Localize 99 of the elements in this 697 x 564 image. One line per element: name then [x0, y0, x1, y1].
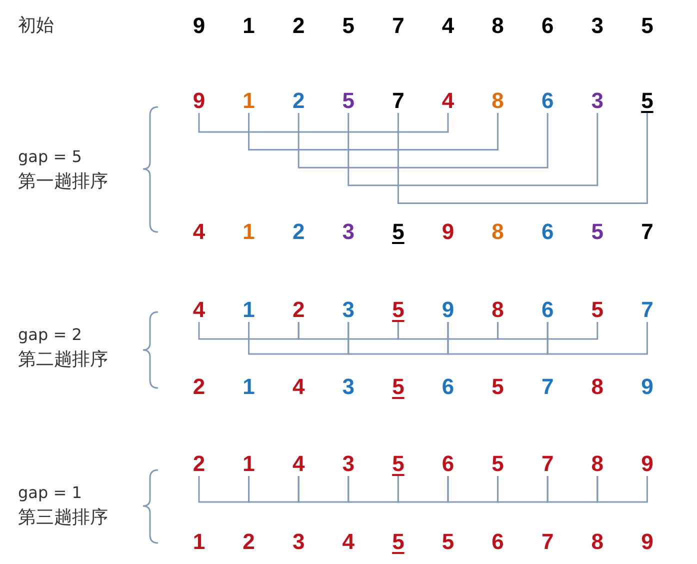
- array-value: 1: [242, 298, 255, 322]
- array-value: 3: [591, 89, 604, 113]
- array-value: 3: [342, 298, 355, 322]
- array-value: 4: [292, 452, 305, 476]
- array-value: 3: [342, 220, 355, 244]
- array-value: 2: [292, 220, 305, 244]
- array-value: 5: [392, 220, 404, 244]
- array-value: 7: [392, 89, 404, 113]
- connector-line: [298, 322, 399, 340]
- array-value: 8: [492, 14, 504, 38]
- array-value: 6: [541, 298, 554, 322]
- connector-line: [596, 476, 648, 503]
- array-value: 5: [342, 14, 355, 38]
- array-value: 5: [641, 14, 654, 38]
- array-value: 6: [492, 530, 504, 554]
- array-value: 6: [442, 452, 454, 476]
- connector-line: [348, 322, 449, 355]
- array-value: 8: [492, 298, 504, 322]
- array-value: 4: [442, 14, 454, 38]
- connector-line: [497, 476, 548, 503]
- connector-line: [397, 322, 499, 340]
- array-value: 1: [242, 14, 255, 38]
- array-value: 1: [242, 220, 255, 244]
- array-value: 1: [242, 89, 255, 113]
- gap-label: gap = 1: [18, 482, 82, 504]
- array-value: 2: [292, 298, 305, 322]
- connector-line: [497, 322, 598, 340]
- array-value: 9: [442, 298, 454, 322]
- array-value: 7: [641, 298, 654, 322]
- array-value: 5: [492, 452, 504, 476]
- array-value: 8: [591, 375, 604, 399]
- array-value: 7: [392, 14, 404, 38]
- array-value: 2: [292, 14, 305, 38]
- array-value: 6: [541, 220, 554, 244]
- array-value: 9: [442, 220, 454, 244]
- connector-line: [248, 476, 300, 503]
- array-value: 4: [342, 530, 355, 554]
- array-value: 6: [541, 14, 554, 38]
- array-value: 4: [192, 220, 206, 244]
- array-value: 7: [541, 530, 554, 554]
- array-value: 4: [292, 375, 305, 399]
- array-value: 9: [192, 14, 206, 38]
- array-value: 8: [591, 452, 604, 476]
- pass-label: 第一趟排序: [18, 171, 108, 193]
- array-value: 3: [292, 530, 305, 554]
- array-value: 1: [192, 530, 206, 554]
- connector-line: [198, 113, 449, 133]
- array-value: 8: [591, 530, 604, 554]
- array-value: 9: [641, 530, 654, 554]
- connector-line: [397, 476, 449, 503]
- array-value: 5: [591, 298, 604, 322]
- array-value: 4: [192, 298, 206, 322]
- connector-line: [348, 476, 399, 503]
- connector-line: [198, 322, 300, 340]
- array-value: 2: [242, 530, 255, 554]
- array-value: 3: [342, 452, 355, 476]
- connector-line: [546, 476, 598, 503]
- array-value: 7: [641, 220, 654, 244]
- pass-label: 第二趟排序: [18, 349, 108, 371]
- array-value: 6: [442, 375, 454, 399]
- array-value: 1: [242, 375, 255, 399]
- array-value: 5: [442, 530, 454, 554]
- connector-line: [298, 113, 548, 168]
- gap-label: gap = 2: [18, 324, 82, 346]
- array-value: 5: [392, 298, 404, 322]
- array-value: 8: [492, 89, 504, 113]
- row-label: 初始: [18, 15, 54, 37]
- connector-line: [546, 322, 648, 355]
- pass-label: 第三趟排序: [18, 507, 108, 529]
- array-value: 3: [342, 375, 355, 399]
- array-value: 1: [242, 452, 255, 476]
- array-value: 7: [541, 452, 554, 476]
- array-value: 5: [641, 89, 654, 113]
- connector-line: [248, 113, 499, 151]
- array-value: 7: [541, 375, 554, 399]
- connector-line: [298, 476, 350, 503]
- array-value: 5: [392, 375, 404, 399]
- array-value: 6: [541, 89, 554, 113]
- array-value: 5: [342, 89, 355, 113]
- array-value: 5: [392, 452, 404, 476]
- array-value: 9: [192, 89, 206, 113]
- array-value: 2: [192, 452, 206, 476]
- array-value: 5: [392, 530, 404, 554]
- array-value: 5: [591, 220, 604, 244]
- array-value: 9: [641, 375, 654, 399]
- array-value: 4: [442, 89, 454, 113]
- connector-line: [348, 113, 598, 186]
- array-value: 9: [641, 452, 654, 476]
- array-value: 3: [591, 14, 604, 38]
- connector-line: [198, 476, 250, 503]
- array-value: 5: [492, 375, 504, 399]
- array-value: 8: [492, 220, 504, 244]
- array-value: 2: [192, 375, 206, 399]
- array-value: 2: [292, 89, 305, 113]
- connector-line: [447, 322, 548, 355]
- gap-label: gap = 5: [18, 146, 82, 168]
- connector-line: [447, 476, 499, 503]
- connector-line: [397, 113, 648, 204]
- connector-line: [248, 322, 350, 355]
